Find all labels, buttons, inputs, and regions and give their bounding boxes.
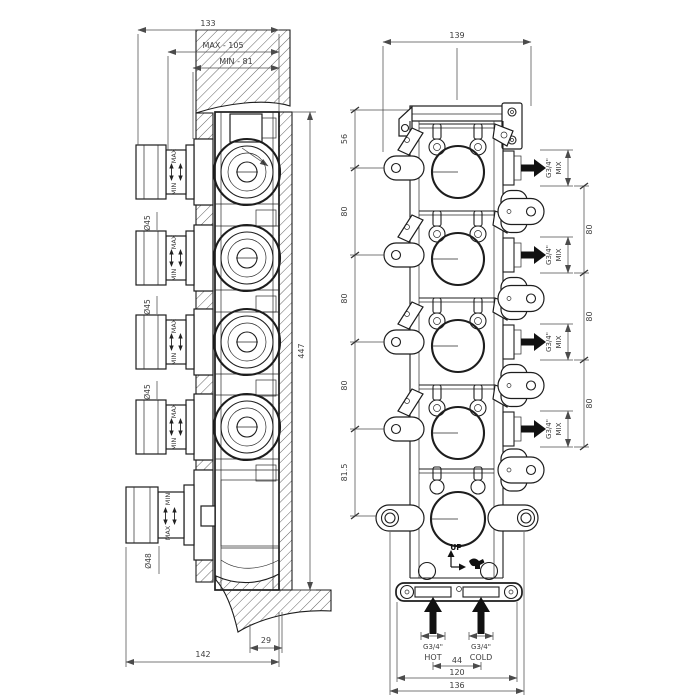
faucet-icon (469, 558, 485, 569)
inlet-stop-section (229, 113, 263, 143)
dim-label-80-l3: 80 (340, 380, 349, 390)
dim-label-56: 56 (340, 134, 349, 144)
wall-strip (195, 459, 214, 471)
dim-label-80-r1: 80 (585, 224, 594, 234)
wall-hatch-back-strip (278, 111, 293, 591)
inlet-cold-size: G3/4" (471, 643, 491, 651)
inlet-hot-label: HOT (424, 653, 441, 662)
dim-label-80-r3: 80 (585, 398, 594, 408)
wall-strip (195, 204, 214, 226)
cold-inlet-arrow (472, 597, 490, 634)
dim-label-29: 29 (261, 636, 271, 645)
wall-hatch-bottom (215, 573, 332, 633)
dim-label-120: 120 (449, 668, 464, 677)
pivot-3 (497, 363, 545, 408)
dim-label-80-r2: 80 (585, 311, 594, 321)
handle-2-max: MAX (170, 234, 178, 249)
wall-strip (195, 112, 214, 140)
dia-label-45-1: Ø45 (143, 215, 152, 231)
body-outline (214, 111, 280, 591)
outlet-3-label: MIX (555, 335, 563, 348)
dim-label-80-l1: 80 (340, 206, 349, 216)
pivot-2 (497, 276, 545, 321)
dim-label-min-81: MIN - 81 (219, 57, 252, 66)
hot-inlet-arrow (424, 597, 442, 634)
dim-label-44: 44 (452, 656, 462, 665)
handle-2-min: MIN (170, 269, 178, 282)
dimensions-front-view: 139 56 80 80 80 81.5 80 80 80 G3/4" MIX … (340, 31, 594, 695)
outlet-2-label: MIX (555, 248, 563, 261)
dia-label-45-3: Ø45 (143, 384, 152, 400)
handle-3-min: MIN (170, 353, 178, 366)
wall-strip (195, 374, 214, 395)
handle-4-max: MAX (170, 403, 178, 418)
dim-label-133: 133 (200, 19, 215, 28)
wall-strip (195, 290, 214, 310)
dim-label-447: 447 (297, 343, 306, 358)
dim-label-81-5: 81.5 (340, 464, 349, 482)
outlet-1-label: MIX (555, 161, 563, 174)
inlet-hot-size: G3/4" (423, 643, 443, 651)
pivot-4 (497, 448, 545, 492)
up-label: UP (450, 543, 462, 552)
dia-label-48: Ø48 (144, 553, 153, 569)
dimensions-side-view: 133 MAX - 105 MIN - 81 447 Ø45 Ø45 Ø45 Ø… (125, 19, 316, 667)
dim-label-max-105: MAX - 105 (202, 41, 243, 50)
wall-strip (195, 559, 214, 583)
front-view: UP 139 56 (340, 31, 594, 695)
handle-5-max: MAX (164, 525, 172, 540)
bottom-module: UP (375, 466, 539, 634)
handle-3-max: MAX (170, 318, 178, 333)
inlet-cold-label: COLD (470, 653, 493, 662)
manifold-rails (409, 121, 504, 578)
dia-label-45-2: Ø45 (143, 299, 152, 315)
handle-1-min: MIN (170, 183, 178, 196)
dim-label-80-l2: 80 (340, 293, 349, 303)
handle-5-min: MIN (164, 493, 172, 506)
outlet-3-size: G3/4" (545, 332, 553, 352)
valve-body-section (214, 111, 280, 591)
dim-label-136: 136 (449, 681, 464, 690)
outlet-1-size: G3/4" (545, 158, 553, 178)
outlet-4-size: G3/4" (545, 419, 553, 439)
up-arrow-icon (447, 550, 466, 571)
handle-4-min: MIN (170, 438, 178, 451)
side-section-view: 133 MAX - 105 MIN - 81 447 Ø45 Ø45 Ø45 Ø… (125, 19, 332, 667)
outlet-4-label: MIX (555, 422, 563, 435)
pivot-1 (497, 189, 545, 234)
dim-label-139: 139 (449, 31, 464, 40)
handle-5 (125, 469, 280, 569)
handle-1-max: MAX (170, 148, 178, 163)
outlet-2-size: G3/4" (545, 245, 553, 265)
dim-label-142: 142 (195, 650, 210, 659)
